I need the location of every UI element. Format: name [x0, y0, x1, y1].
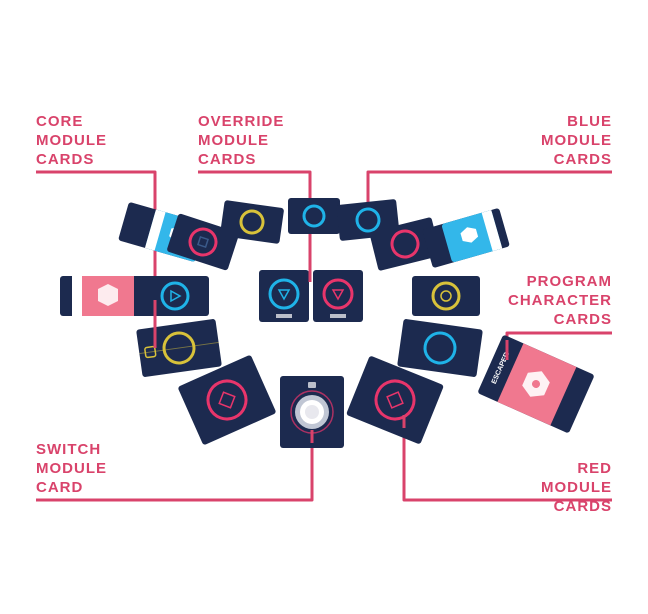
core-module-cards-label: CORE MODULE CARDS: [36, 113, 107, 168]
red-card-front-right: [346, 356, 444, 444]
switch-module-card-label: SWITCH MODULE CARD: [36, 441, 107, 496]
core-card-top-c: [288, 198, 340, 234]
red-module-cards-label: RED MODULE CARDS: [541, 460, 612, 515]
top-row-cards: [118, 198, 510, 271]
blue-card-left: [141, 276, 209, 316]
callout-line-core: [36, 170, 157, 348]
core-card-top-b: [220, 200, 284, 244]
override-card-red: [313, 270, 363, 322]
callout-line-override: [198, 170, 312, 282]
blue-module-cards-label: BLUE MODULE CARDS: [541, 113, 612, 168]
red-card-top-right: [369, 217, 441, 271]
switch-module-card: [280, 376, 344, 448]
override-card-blue: [259, 270, 309, 322]
override-module-cards-label: OVERRIDE MODULE CARDS: [198, 113, 285, 168]
callout-line-switch: [36, 443, 314, 502]
blue-card-front-right: [397, 319, 483, 377]
override-cards: [259, 270, 363, 322]
front-row-cards: ESCAPER: [136, 319, 594, 448]
core-card-right: [412, 276, 480, 316]
callout-line-red: [402, 428, 612, 502]
core-card-front-left: [136, 319, 222, 377]
red-card-front-left: [178, 355, 276, 445]
program-card-top-right: [422, 208, 510, 268]
program-card-right: ESCAPER: [478, 335, 594, 433]
program-character-cards-label: PROGRAM CHARACTER CARDS: [508, 273, 612, 328]
side-cards: [60, 276, 480, 316]
program-card-left: [60, 276, 156, 316]
callout-lines-overlay: [153, 250, 509, 443]
